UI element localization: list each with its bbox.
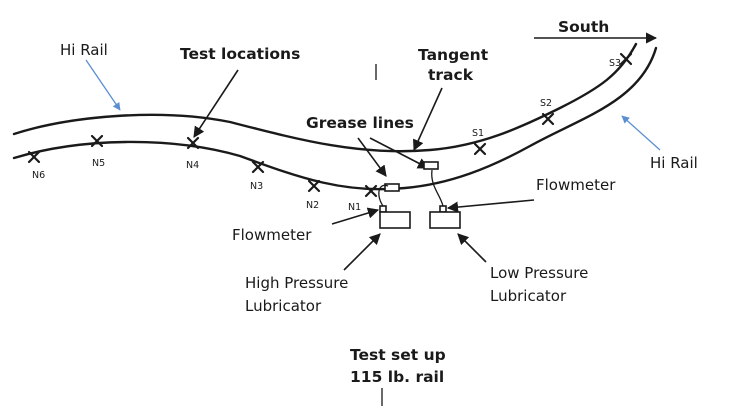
low-pressure-label-line1: Low Pressure: [490, 264, 588, 282]
marker-n6: [27, 150, 41, 164]
flowmeter-left-pointer: [331, 207, 380, 225]
flowmeter-left-label: Flowmeter: [232, 226, 312, 244]
flowmeter-right-box: [439, 205, 447, 213]
tangent-track-pointer: [413, 87, 443, 152]
point-label-s1: S1: [472, 128, 484, 139]
grease-line-pointer-right: [369, 137, 429, 169]
point-label-n2: N2: [306, 200, 319, 211]
point-label-s2: S2: [540, 98, 552, 109]
hi-rail-left-label: Hi Rail: [60, 41, 108, 59]
grease-lines-label: Grease lines: [306, 114, 414, 132]
low-pressure-lubricator-box: [429, 211, 461, 229]
flowmeter-right-pointer: [446, 199, 535, 213]
low-pressure-label-line2: Lubricator: [490, 287, 567, 305]
point-label-n3: N3: [250, 181, 263, 192]
marker-n2: [307, 179, 321, 193]
point-label-n6: N6: [32, 170, 45, 181]
marker-s1: [473, 142, 487, 156]
applicator-bar-right: [423, 161, 439, 170]
hi-rail-left-pointer: [85, 59, 121, 111]
marker-n1: [364, 184, 378, 198]
point-label-n1: N1: [348, 202, 361, 213]
marker-s3: [619, 52, 633, 66]
marker-n3: [251, 160, 265, 174]
marker-n4: [186, 136, 200, 150]
high-pressure-pointer: [343, 233, 381, 271]
applicator-bar-left: [384, 183, 400, 192]
high-pressure-label-line1: High Pressure: [245, 274, 348, 292]
point-label-s3: S3: [609, 58, 621, 69]
point-label-n4: N4: [186, 160, 199, 171]
test-locations-label: Test locations: [180, 45, 300, 63]
marker-n5: [90, 134, 104, 148]
low-pressure-pointer: [457, 233, 487, 263]
flowmeter-right-label: Flowmeter: [536, 176, 616, 194]
marker-s2: [541, 112, 555, 126]
south-label: South: [558, 18, 609, 36]
tangent-track-label-line2: track: [428, 66, 474, 84]
tangent-track-label-line1: Tangent: [418, 46, 489, 64]
hi-rail-right-pointer: [621, 115, 661, 151]
caption-line2: 115 lb. rail: [350, 368, 444, 386]
caption-line1: Test set up: [350, 346, 446, 364]
hi-rail-right-label: Hi Rail: [650, 154, 698, 172]
grease-hose-right: [431, 169, 444, 207]
high-pressure-label-line2: Lubricator: [245, 297, 322, 315]
test-locations-pointer: [193, 69, 239, 138]
point-label-n5: N5: [92, 158, 105, 169]
grease-hose-left: [378, 184, 389, 207]
high-pressure-lubricator-box: [379, 211, 411, 229]
grease-line-pointer-left: [357, 137, 387, 177]
flowmeter-left-box: [379, 205, 387, 213]
